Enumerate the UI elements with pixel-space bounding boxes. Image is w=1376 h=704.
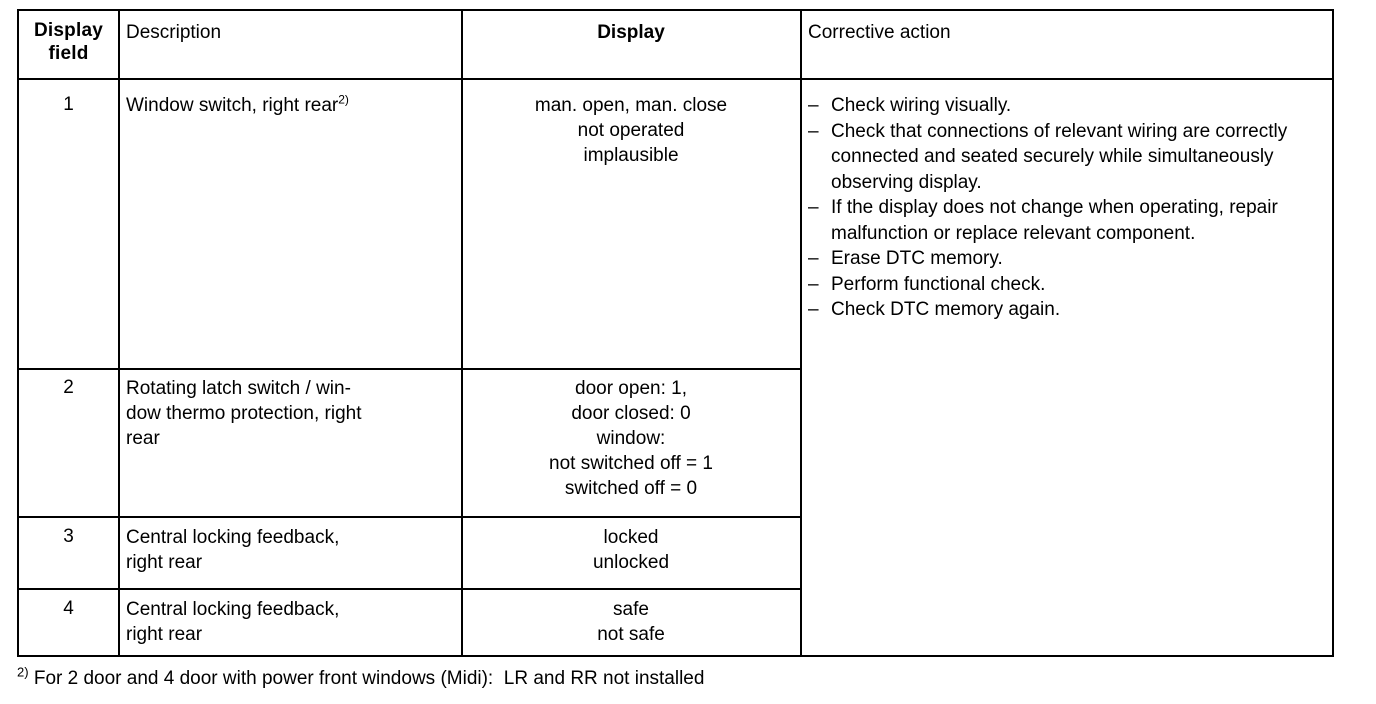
corrective-action-text: Erase DTC memory. [831,248,1003,269]
table-row-description-1: Window switch, right rear2) [126,93,454,118]
table-row-field-3: 3 [63,526,74,547]
row-divider-1-2 [17,368,802,370]
display-value-line: implausible [583,145,679,166]
column-divider-description-display [461,9,463,657]
footnote: 2) For 2 door and 4 door with power fron… [17,664,1357,691]
header-display: Display [597,22,665,43]
corrective-action-text: Check wiring visually. [831,95,1012,116]
display-value-line: window: [596,428,666,449]
display-value-line: safe [613,599,649,620]
corrective-action-item: –If the display does not change when ope… [808,195,1323,246]
display-value-line: door closed: 0 [571,403,691,424]
table-row-field-1: 1 [63,94,74,115]
display-value-line: switched off = 0 [564,478,698,499]
dash-bullet-icon: – [808,299,819,320]
display-value-line: man. open, man. close [534,95,728,116]
table-row-field-2: 2 [63,377,74,398]
description-line: Rotating latch switch / win- [126,378,351,399]
display-value-line: locked [603,527,659,548]
dash-bullet-icon: – [808,120,819,142]
description-line: rear [126,428,160,449]
description-line: dow thermo protection, right [126,403,362,424]
footnote-ref-2: 2) [338,92,349,107]
row-divider-3-4 [17,588,802,590]
diagnostic-table: Display field Description Display Correc… [17,9,1334,657]
dash-bullet-icon: – [808,248,819,269]
table-row-description-3: Central locking feedback, right rear [126,525,454,575]
header-row-divider [17,78,1334,80]
table-row-description-2: Rotating latch switch / win-dow thermo p… [126,376,454,451]
corrective-action-item: –Erase DTC memory. [808,246,1323,272]
row-divider-2-3 [17,516,802,518]
header-display-field-line2: field [48,43,89,64]
description-line: right rear [126,624,203,645]
column-divider-field-description [118,9,120,657]
column-divider-display-corrective [800,9,802,657]
dash-bullet-icon: – [808,197,819,218]
display-value-line: unlocked [592,552,670,573]
header-description: Description [126,22,222,43]
table-row-display-1: man. open, man. close not operated implaus… [463,93,799,168]
table-row-display-3: locked unlocked [463,525,799,575]
table-row-display-2: door open: 1, door closed: 0 window: not sw… [463,376,799,501]
corrective-action-item: –Check wiring visually. [808,93,1323,119]
corrective-action-text: Check that connections of relevant wirin… [831,120,1288,193]
description-text-1: Window switch, right rear [126,95,339,116]
corrective-action-text: If the display does not change when oper… [831,197,1278,244]
corrective-action-text: Check DTC memory again. [831,299,1061,320]
description-line: Central locking feedback, [126,527,340,548]
table-row-field-4: 4 [63,598,74,619]
footnote-marker: 2) [17,664,29,680]
header-display-field-line1: Display [34,20,103,41]
table-row-description-4: Central locking feedback, right rear [126,597,454,647]
dash-bullet-icon: – [808,95,819,116]
corrective-action-item: –Perform functional check. [808,272,1323,298]
footnote-text: For 2 door and 4 door with power front w… [28,668,705,689]
corrective-action-item: –Check DTC memory again. [808,297,1323,323]
dash-bullet-icon: – [808,273,819,295]
display-value-line: not operated [577,120,685,141]
corrective-action-item: –Check that connections of relevant wiri… [808,119,1323,196]
display-value-line: not safe [597,624,665,645]
description-line: Central locking feedback, [126,599,340,620]
display-value-line: not switched off = 1 [549,453,713,474]
table-row-display-4: safe not safe [463,597,799,647]
corrective-action-text: Perform functional check. [831,273,1046,295]
corrective-action-list: –Check wiring visually.–Check that conne… [808,93,1323,323]
header-corrective-action: Corrective action [808,22,951,43]
display-value-line: door open: 1, [575,378,687,399]
description-line: right rear [126,552,203,573]
header-display-field: Display field [19,19,118,65]
